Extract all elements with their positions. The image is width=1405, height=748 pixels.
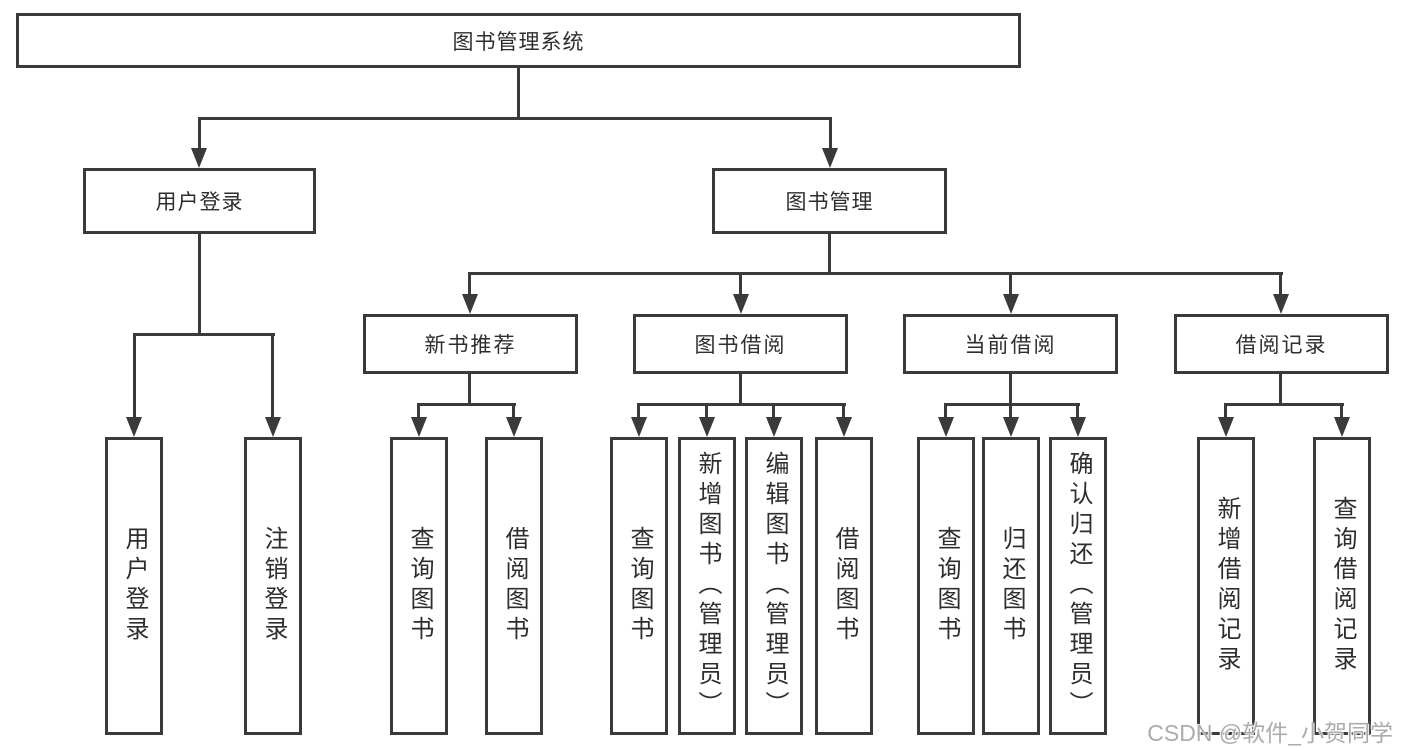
arrow-down-icon [265,417,281,437]
connector-borrow-drop-3 [772,403,775,419]
connector-borrow-drop-1 [637,403,640,419]
connector-newrec-rail [418,403,516,406]
leaf-confirm-return-admin: 确认归还（管理员） [1049,437,1107,735]
connector-newrec-stem [468,374,471,406]
leaf-query-books-1: 查询图书 [390,437,448,735]
connector-current-drop-3 [1076,403,1079,419]
node-book-management: 图书管理 [712,168,947,234]
connector-records-drop-2 [1340,403,1343,419]
arrow-down-icon [1003,294,1019,314]
arrow-down-icon [1070,417,1086,437]
leaf-add-borrow-record: 新增借阅记录 [1197,437,1255,735]
connector-borrow-rail [637,403,846,406]
connector-bookmgmt-drop-3 [1009,272,1012,296]
node-library-system: 图书管理系统 [16,13,1021,68]
arrow-down-icon [1334,417,1350,437]
connector-bookmgmt-stem [828,233,831,275]
connector-root-drop-left [198,117,201,150]
connector-userlogin-rail [133,333,275,336]
arrow-down-icon [631,417,647,437]
arrow-down-icon [836,417,852,437]
connector-newrec-drop-2 [512,403,515,419]
leaf-query-borrow-record: 查询借阅记录 [1313,437,1371,735]
connector-root-rail [198,117,832,120]
connector-root-drop-right [829,117,832,150]
leaf-borrow-books-1: 借阅图书 [485,437,543,735]
node-book-borrow: 图书借阅 [633,314,848,374]
node-new-book-recommend: 新书推荐 [363,314,578,374]
arrow-down-icon [126,417,142,437]
arrow-down-icon [1003,417,1019,437]
leaf-add-books-admin: 新增图书（管理员） [678,437,736,735]
node-user-login: 用户登录 [83,168,316,234]
arrow-down-icon [699,417,715,437]
arrow-down-icon [1218,417,1234,437]
arrow-down-icon [191,148,207,168]
connector-bookmgmt-drop-1 [468,272,471,296]
arrow-down-icon [822,148,838,168]
arrow-down-icon [506,417,522,437]
leaf-return-books: 归还图书 [982,437,1040,735]
leaf-query-books-2: 查询图书 [610,437,668,735]
csdn-watermark: CSDN @软件_小贺同学 [1147,720,1393,746]
connector-bookmgmt-drop-4 [1279,272,1282,296]
connector-current-rail [944,403,1080,406]
connector-current-stem [1009,374,1012,406]
arrow-down-icon [938,417,954,437]
connector-userlogin-drop-2 [271,333,274,419]
arrow-down-icon [733,294,749,314]
arrow-down-icon [1273,294,1289,314]
leaf-query-books-3: 查询图书 [917,437,975,735]
leaf-borrow-books-2: 借阅图书 [815,437,873,735]
leaf-logout: 注销登录 [244,437,302,735]
node-borrow-records: 借阅记录 [1174,314,1389,374]
arrow-down-icon [462,294,478,314]
connector-records-rail [1224,403,1344,406]
connector-userlogin-stem [198,233,201,336]
connector-userlogin-drop-1 [133,333,136,419]
connector-current-drop-2 [1009,403,1012,419]
leaf-edit-books-admin: 编辑图书（管理员） [745,437,803,735]
connector-newrec-drop-1 [417,403,420,419]
connector-root-stem [517,68,520,120]
leaf-user-login: 用户登录 [105,437,163,735]
arrow-down-icon [411,417,427,437]
connector-current-drop-1 [944,403,947,419]
connector-records-drop-1 [1224,403,1227,419]
arrow-down-icon [766,417,782,437]
connector-bookmgmt-rail [469,272,1283,275]
connector-borrow-drop-2 [705,403,708,419]
connector-borrow-drop-4 [842,403,845,419]
node-current-borrow: 当前借阅 [903,314,1118,374]
connector-bookmgmt-drop-2 [739,272,742,296]
connector-borrow-stem [739,374,742,406]
connector-records-stem [1279,374,1282,406]
